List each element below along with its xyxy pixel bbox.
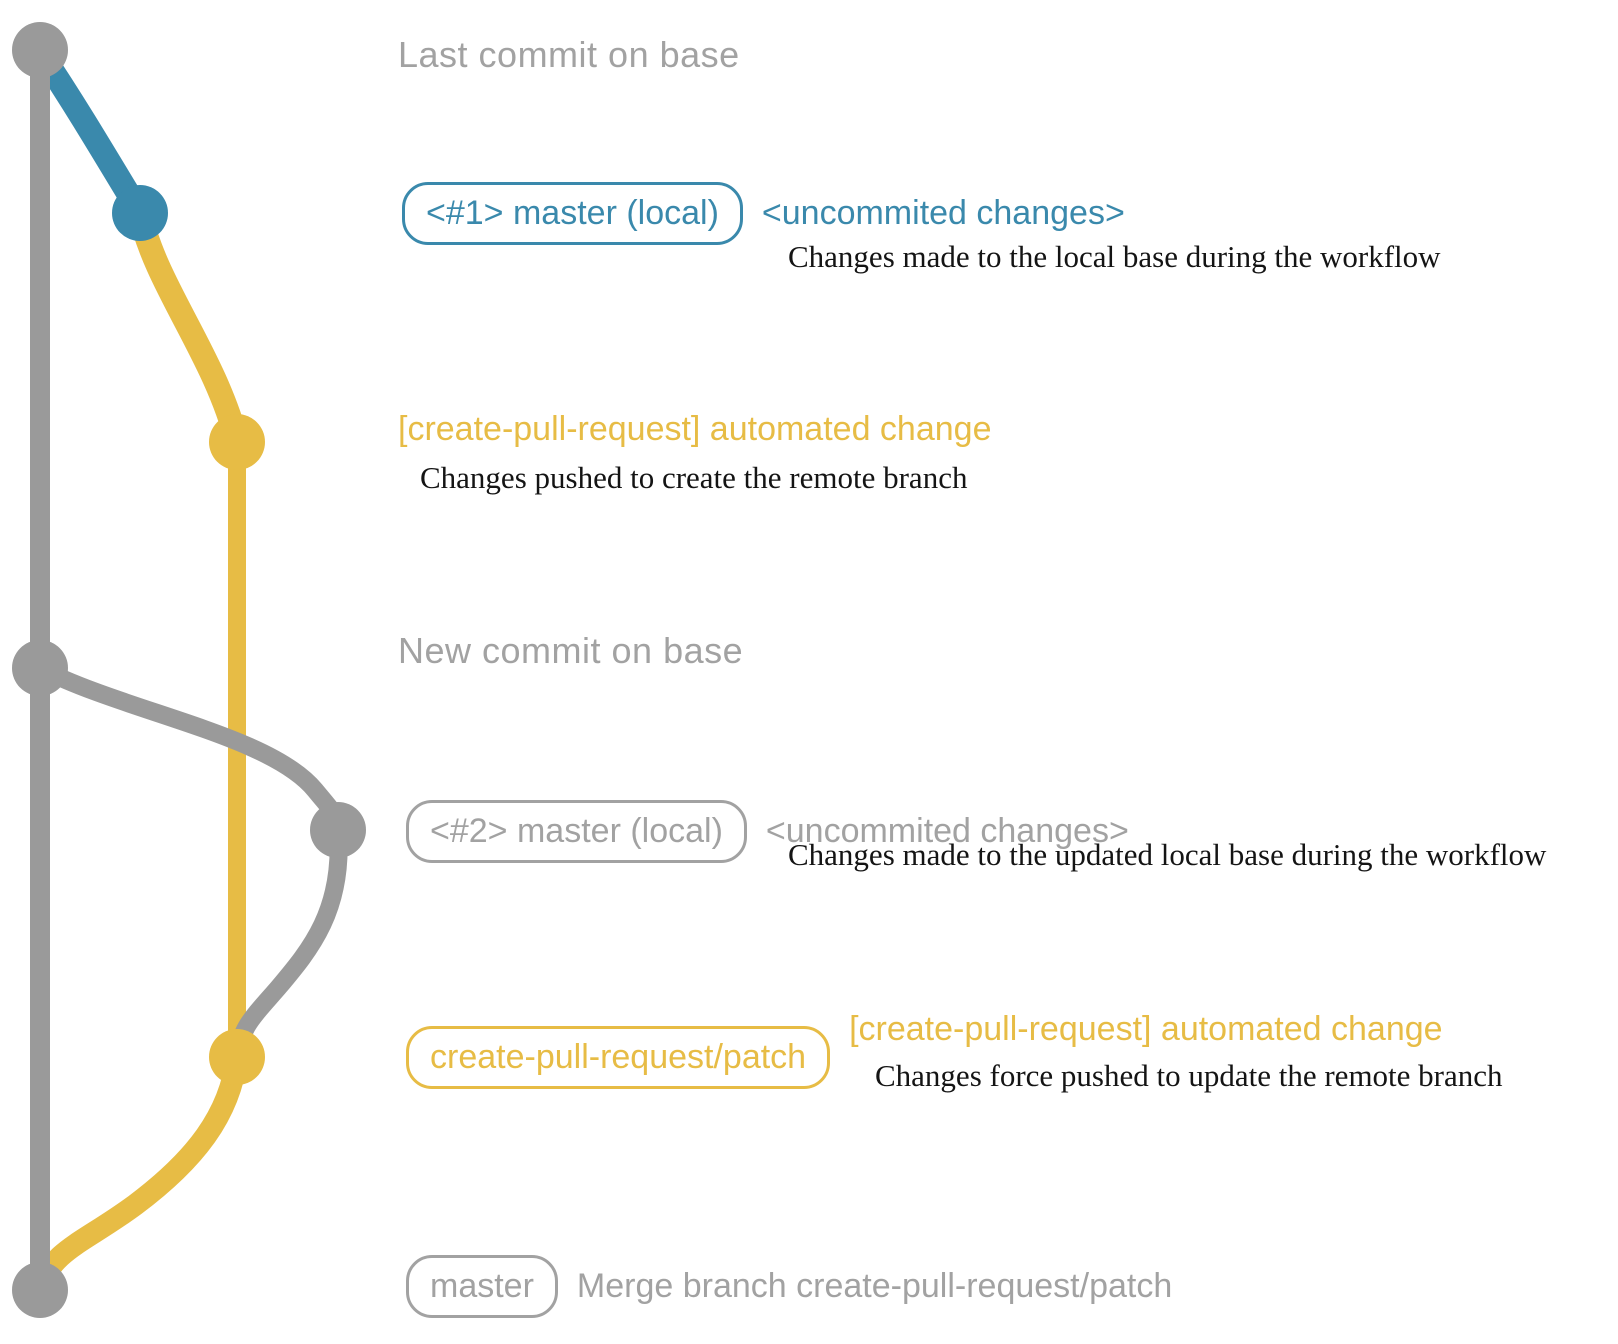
row-master-local-1: <#1> master (local) <uncommited changes> bbox=[402, 182, 1125, 245]
commit-node-master-local-1 bbox=[112, 185, 168, 241]
edge-local-changes-2 bbox=[31, 659, 347, 839]
commit-node-last-base bbox=[12, 22, 68, 78]
branch-tag-master-local-1: <#1> master (local) bbox=[402, 182, 743, 245]
commit-node-merge bbox=[12, 1262, 68, 1318]
desc-local-changes-1: Changes made to the local base during th… bbox=[788, 239, 1441, 274]
heading-last-commit-on-base: Last commit on base bbox=[398, 34, 740, 75]
commit-graph bbox=[12, 22, 366, 1318]
commit-node-cpr-1 bbox=[209, 414, 265, 470]
commit-node-cpr-2 bbox=[209, 1029, 265, 1085]
commit-node-master-local-2 bbox=[310, 802, 366, 858]
note-uncommitted-changes-1: <uncommited changes> bbox=[761, 193, 1125, 232]
edge-patch-branch-top bbox=[128, 201, 249, 454]
row-patch-branch: create-pull-request/patch [create-pull-r… bbox=[406, 1010, 1443, 1089]
desc-local-changes-2: Changes made to the updated local base d… bbox=[788, 837, 1547, 872]
branch-tag-master-local-2: <#2> master (local) bbox=[406, 800, 747, 863]
desc-push-create-branch: Changes pushed to create the remote bran… bbox=[420, 460, 968, 495]
desc-force-push-update: Changes force pushed to update the remot… bbox=[875, 1058, 1503, 1093]
edge-local-changes-1 bbox=[28, 40, 152, 225]
row-master-local-2: <#2> master (local) <uncommited changes> bbox=[406, 800, 1129, 863]
commit-message-merge: Merge branch create-pull-request/patch bbox=[576, 1266, 1173, 1305]
branch-tag-master: master bbox=[406, 1255, 558, 1318]
edge-force-push-update bbox=[229, 821, 348, 1066]
commit-message-automated-change-1: [create-pull-request] automated change bbox=[398, 410, 992, 448]
commit-message-automated-change-2: [create-pull-request] automated change bbox=[849, 1009, 1443, 1048]
branch-tag-patch: create-pull-request/patch bbox=[406, 1026, 831, 1089]
commit-node-new-base bbox=[12, 640, 68, 696]
edge-merge-into-master bbox=[29, 1046, 248, 1299]
heading-new-commit-on-base: New commit on base bbox=[398, 630, 744, 671]
note-uncommitted-changes-2: <uncommited changes> bbox=[765, 811, 1129, 850]
row-master-merge: master Merge branch create-pull-request/… bbox=[406, 1255, 1172, 1318]
